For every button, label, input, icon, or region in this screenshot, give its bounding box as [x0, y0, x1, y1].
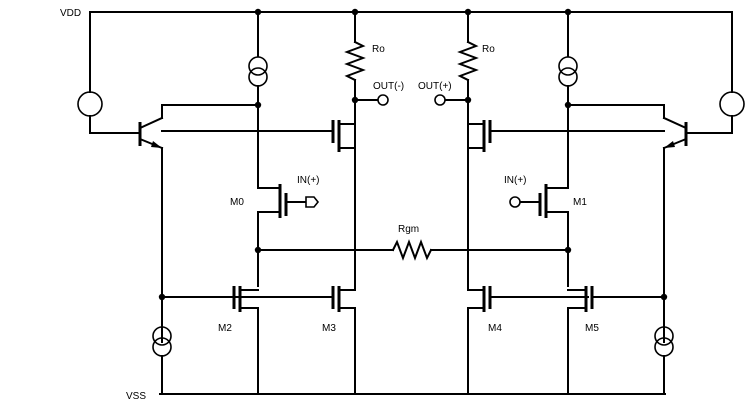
- mosfet-m0: [257, 184, 320, 287]
- m3-label: M3: [322, 323, 336, 334]
- mosfet-m4: [467, 285, 589, 395]
- current-source-bottom-right: [654, 296, 674, 395]
- ro-left-label: Ro: [372, 44, 385, 55]
- resistor-rgm: [257, 239, 569, 261]
- out-plus-label: OUT(+): [418, 81, 452, 92]
- out-minus-label: OUT(-): [373, 81, 404, 92]
- bjt-right: [567, 104, 688, 343]
- in-plus-right-label: IN(+): [504, 175, 527, 186]
- vdd-label: VDD: [60, 8, 81, 19]
- m1-label: M1: [573, 197, 587, 208]
- current-source-top-right: [558, 11, 578, 189]
- mosfet-m5: [567, 286, 665, 395]
- ro-right-label: Ro: [482, 44, 495, 55]
- voltage-source-right: [685, 11, 745, 134]
- output-minus-node: [354, 94, 389, 106]
- vss-label: VSS: [126, 391, 146, 402]
- resistor-ro-left: [344, 11, 366, 153]
- m4-label: M4: [488, 323, 502, 334]
- in-plus-left-label: IN(+): [297, 175, 320, 186]
- mosfet-m3: [233, 285, 356, 395]
- junction-dots: [158, 8, 668, 301]
- resistor-ro-right: [457, 11, 479, 153]
- m2-label: M2: [218, 323, 232, 334]
- mosfet-m2: [161, 286, 259, 395]
- m0-label: M0: [230, 197, 244, 208]
- current-source-bottom-left: [152, 296, 172, 395]
- current-source-top-left: [248, 11, 268, 189]
- m5-label: M5: [585, 323, 599, 334]
- output-plus-node: [434, 94, 469, 106]
- mosfet-upper-right: [467, 111, 665, 287]
- mosfet-upper-left: [161, 111, 356, 287]
- mosfet-m1: [509, 184, 569, 287]
- rgm-label: Rgm: [398, 224, 419, 235]
- voltage-source-left: [77, 11, 141, 134]
